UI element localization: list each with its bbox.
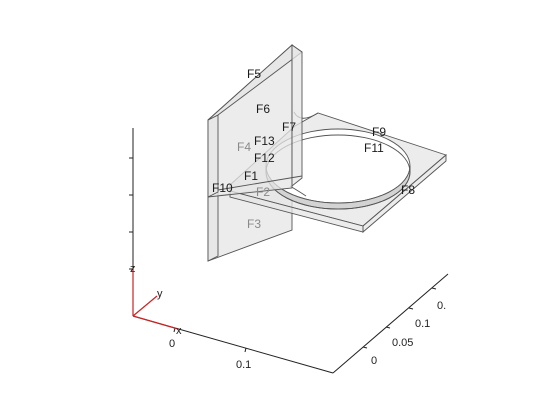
face-label-f8: F8 <box>401 183 415 197</box>
y-axis: 0 0.05 0.1 0. <box>332 273 449 374</box>
bracket-geometry <box>207 43 447 262</box>
face-label-f12: F12 <box>254 151 275 165</box>
web-lower-side-face <box>207 191 219 262</box>
flange-web-edge <box>217 175 303 191</box>
face-labels: F5 F6 F7 F13 F4 F12 F1 F10 F2 F3 F9 F11 … <box>212 67 415 231</box>
face-label-f9: F9 <box>372 125 386 139</box>
x-tick-label: 0 <box>169 338 175 350</box>
y-axis-tick <box>362 346 368 349</box>
face-label-f10: F10 <box>212 181 233 195</box>
y-axis-tick <box>408 307 414 310</box>
web-right-side-face <box>291 44 303 187</box>
y-axis-tick <box>385 326 391 329</box>
face-label-f7: F7 <box>282 120 296 134</box>
y-tick-label: 0.05 <box>392 337 413 349</box>
x-axis-tick <box>244 347 247 353</box>
face-label-f4: F4 <box>237 140 251 154</box>
triad-x-letter: x <box>176 325 182 337</box>
face-label-f2: F2 <box>256 185 270 199</box>
y-tick-label: 0 <box>371 355 377 367</box>
y-tick-label: 0. <box>437 300 446 312</box>
triad-y-line <box>132 295 158 317</box>
triad-x-line <box>132 315 179 330</box>
face-label-f1: F1 <box>244 169 258 183</box>
face-label-f13: F13 <box>254 134 275 148</box>
triad-y-letter: y <box>157 288 163 300</box>
y-tick-label: 0.1 <box>415 318 430 330</box>
y-axis-line <box>332 273 449 374</box>
flange-front-face <box>229 190 364 233</box>
face-label-f3: F3 <box>247 217 261 231</box>
face-label-f6: F6 <box>256 102 270 116</box>
x-tick-label: 0.1 <box>236 359 251 371</box>
y-axis-tick <box>431 287 437 290</box>
face-label-f11: F11 <box>364 141 384 155</box>
orientation-triad: z y x <box>130 263 182 337</box>
triad-z-letter: z <box>130 263 136 275</box>
face-label-f5: F5 <box>247 67 261 81</box>
